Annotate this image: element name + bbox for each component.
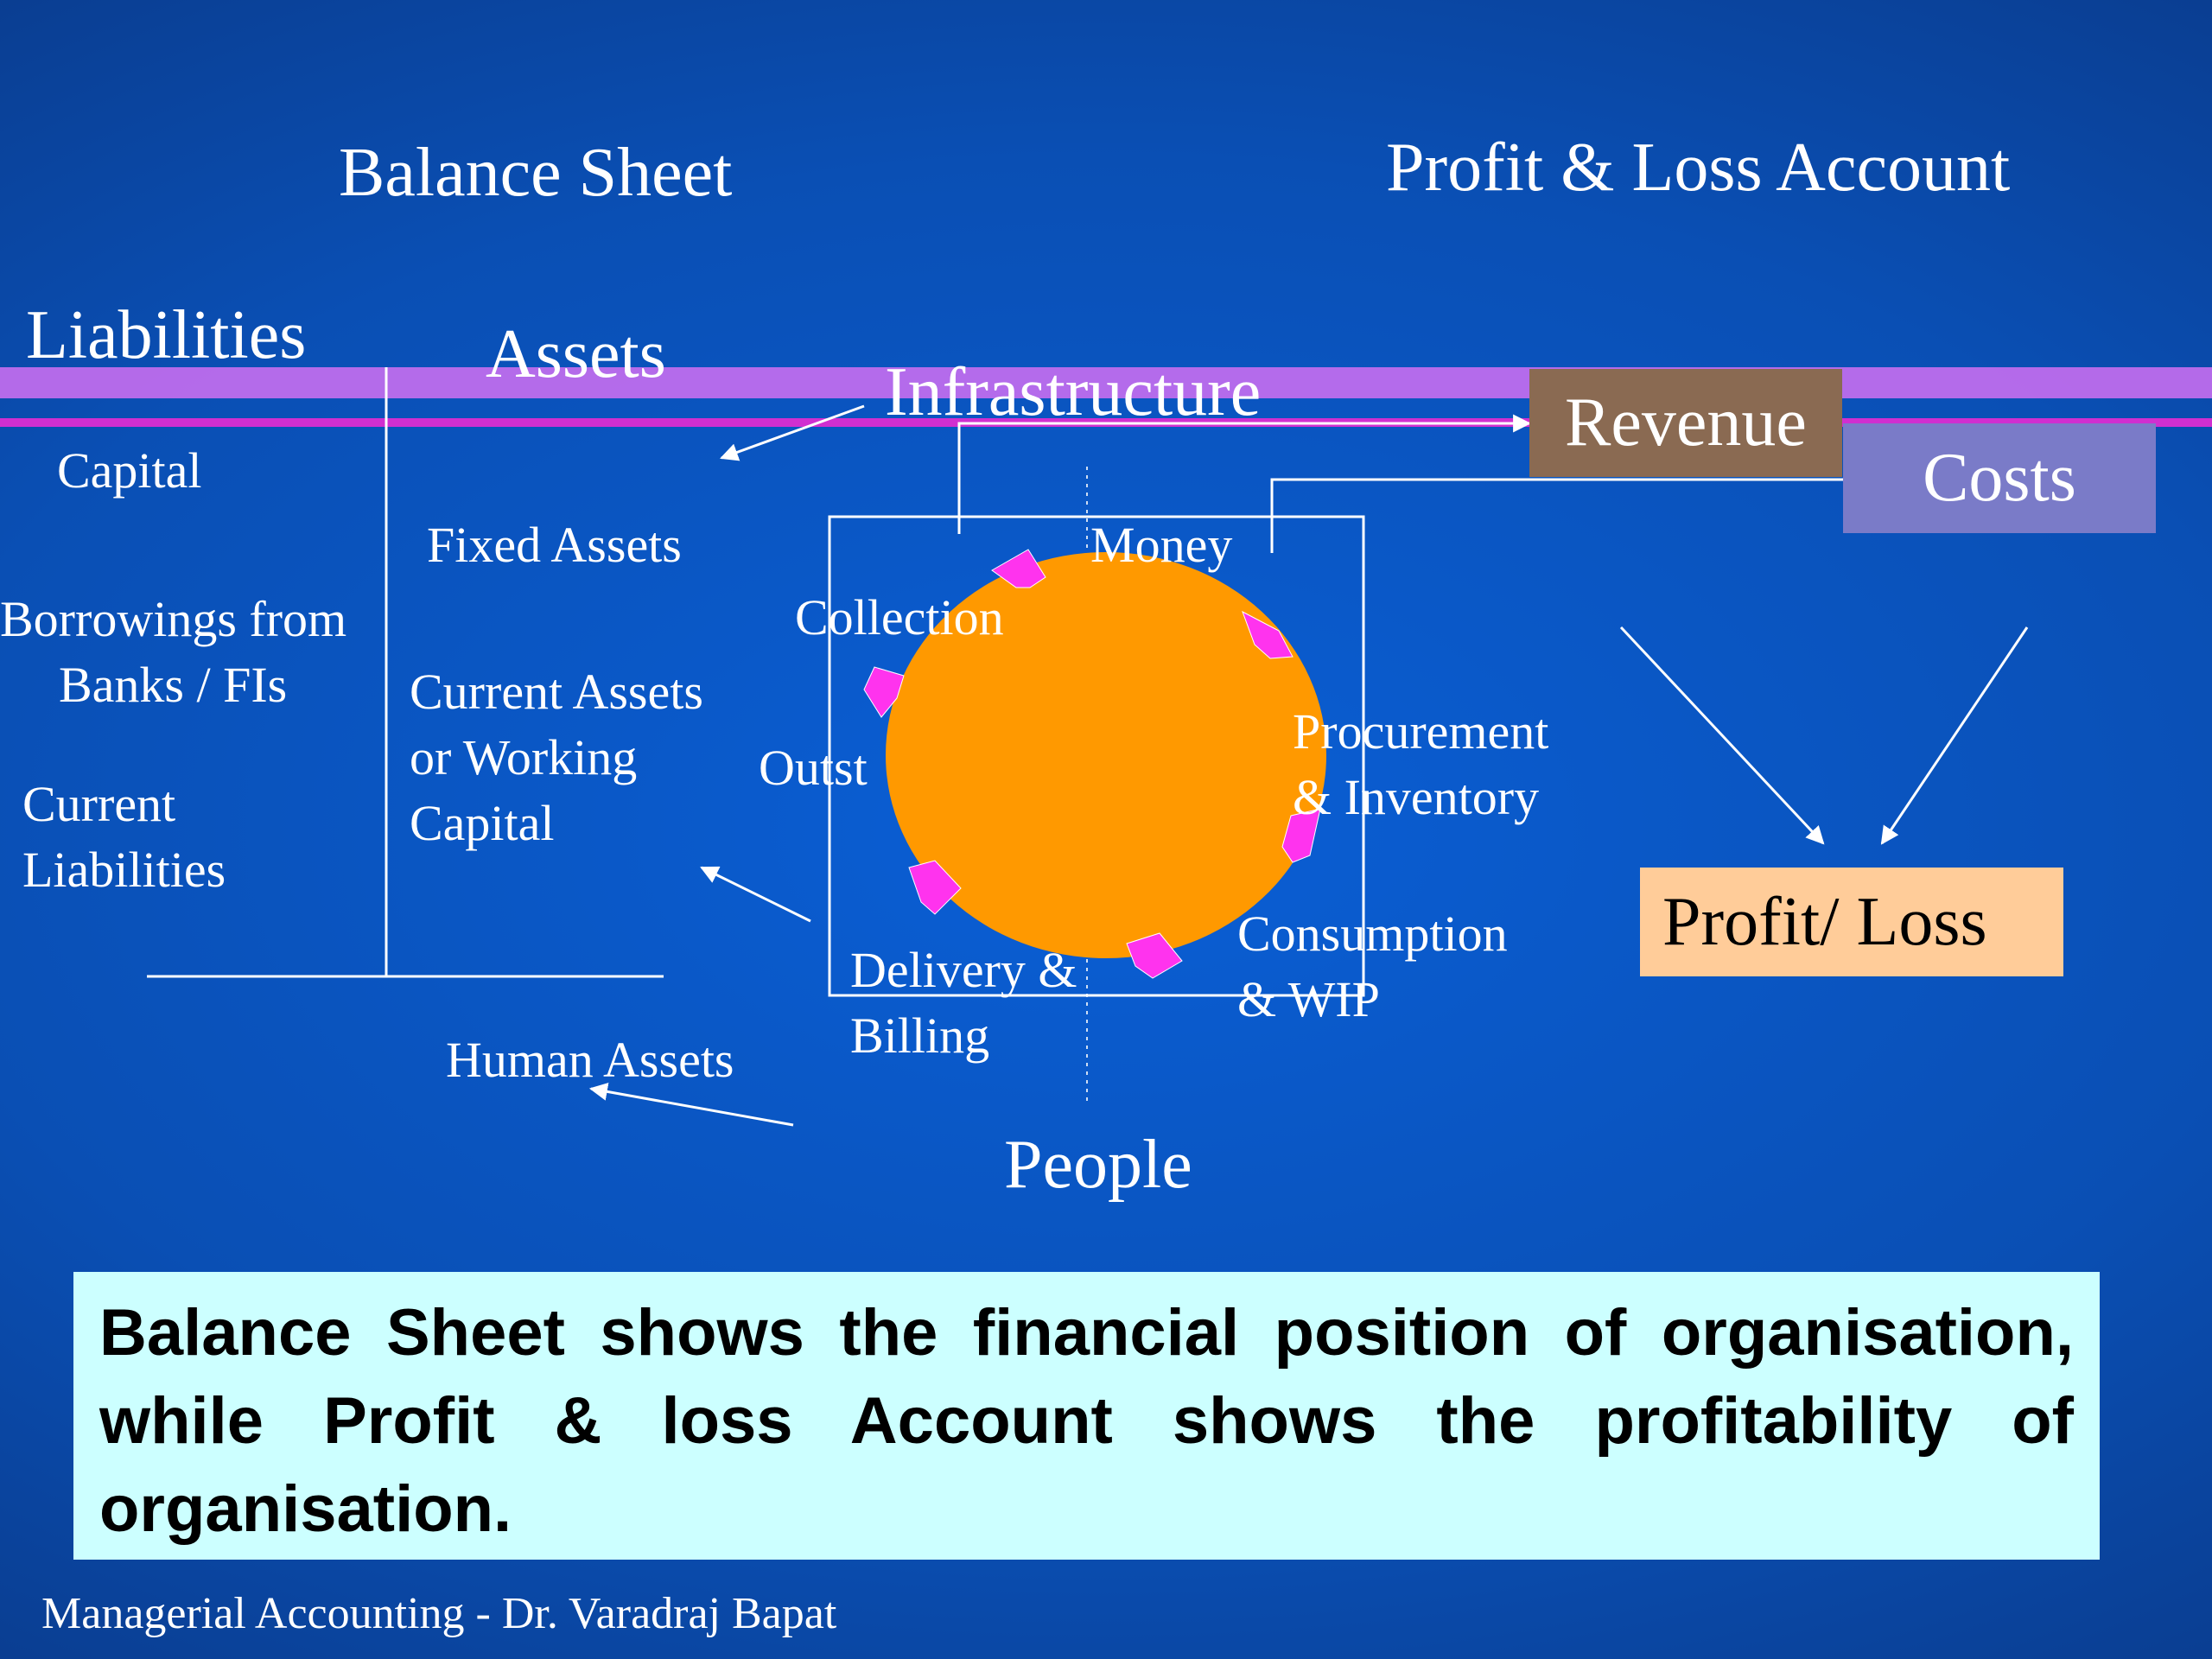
asset-fixed: Fixed Assets: [427, 517, 682, 573]
arrow-infrastructure-to-fixed-assets: [720, 404, 865, 461]
cycle-delivery-line1: Delivery &: [850, 942, 1077, 998]
liability-current-line1: Current: [22, 776, 176, 832]
profit-loss-box: Profit/ Loss: [1640, 868, 2063, 976]
cycle-money-label: Money: [1090, 517, 1233, 573]
cycle-arrow-chip: [991, 549, 1046, 588]
top-band: [0, 367, 2212, 398]
cycle-arrow-chip: [1126, 932, 1183, 979]
cycle-arrow-chip: [908, 860, 962, 915]
summary-box: Balance Sheet shows the financial positi…: [73, 1272, 2100, 1560]
cycle-circle: [886, 552, 1326, 958]
asset-human: Human Assets: [446, 1032, 734, 1088]
summary-text: Balance Sheet shows the financial positi…: [99, 1296, 2074, 1546]
footer-credit: Managerial Accounting - Dr. Varadraj Bap…: [41, 1589, 837, 1638]
arrow-people-to-human-assets: [588, 1083, 794, 1127]
arrow-infrastructure-to-revenue: [957, 414, 1532, 534]
liability-borrowings-line1: Borrowings from: [0, 591, 347, 647]
arrow-money-to-costs: [1270, 470, 1862, 553]
liability-capital: Capital: [57, 442, 202, 499]
infrastructure-label: Infrastructure: [885, 354, 1262, 430]
cycle-collection-label: Collection: [795, 589, 1004, 645]
cycle-consumption-line1: Consumption: [1237, 906, 1508, 962]
costs-box: Costs: [1843, 423, 2156, 533]
cycle-procurement-line1: Procurement: [1293, 703, 1549, 760]
revenue-box: Revenue: [1529, 369, 1842, 477]
cycle-delivery-line2: Billing: [850, 1007, 990, 1064]
revenue-label: Revenue: [1565, 385, 1807, 461]
cycle-arrow-chip: [1281, 808, 1321, 863]
cycle-outstanding-label: Outst: [759, 740, 868, 796]
liability-borrowings-line2: Banks / FIs: [59, 657, 288, 713]
cycle-arrow-chip: [1242, 610, 1294, 659]
cycle-frame: [828, 515, 1365, 997]
arrow-cycle-to-current-assets: [700, 866, 811, 923]
asset-current-line2: or Working: [410, 729, 638, 785]
cycle-procurement-line2: & Inventory: [1293, 769, 1540, 825]
liabilities-title: Liabilities: [26, 297, 307, 373]
arrow-revenue-to-profit: [1619, 626, 1825, 845]
liability-current-line2: Liabilities: [22, 842, 226, 898]
people-label: People: [1004, 1127, 1192, 1203]
assets-title: Assets: [486, 316, 666, 392]
cycle-consumption-line2: & WIP: [1237, 971, 1380, 1027]
balance-sheet-heading: Balance Sheet: [339, 135, 733, 211]
asset-current-line1: Current Assets: [410, 664, 703, 720]
profit-loss-label: Profit/ Loss: [1662, 883, 1987, 960]
cycle-arrow-chip: [863, 666, 905, 718]
arrow-costs-to-profit: [1880, 626, 2029, 845]
pl-account-heading: Profit & Loss Account: [1386, 130, 2011, 206]
asset-current-line3: Capital: [410, 795, 555, 851]
costs-label: Costs: [1923, 440, 2076, 516]
